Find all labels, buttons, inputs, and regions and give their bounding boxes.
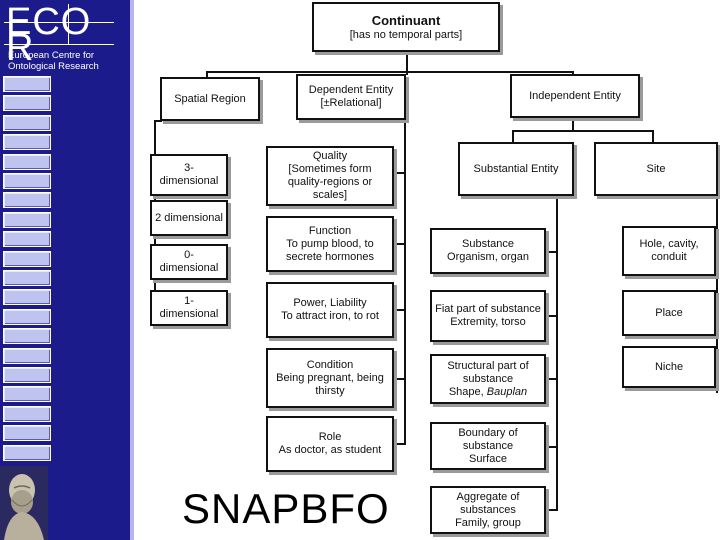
quality-label: Quality — [312, 150, 348, 162]
sidebar-nav-button[interactable] — [3, 405, 51, 422]
spatial-2d-label: 2 dimensional — [155, 211, 223, 224]
role-label: Role — [318, 431, 342, 443]
sidebar-nav-button[interactable] — [3, 347, 51, 364]
place-node: Place — [622, 290, 716, 336]
power-example: To attract iron, to rot — [281, 310, 379, 322]
snap-bfo-label: SNAPBFO — [182, 485, 390, 532]
spatial-region-node: Spatial Region — [160, 77, 260, 121]
quality-note: [Sometimes form quality-regions or scale… — [287, 163, 373, 201]
spatial-3d-label: 3-dimensional — [159, 162, 219, 187]
sidebar-nav-button[interactable] — [3, 76, 51, 92]
sidebar-nav-button[interactable] — [3, 289, 51, 306]
structural-part-example-1: Shape, — [448, 385, 487, 398]
continuant-node: Continuant [has no temporal parts] — [312, 2, 500, 52]
fiat-part-node: Fiat part of substance Extremity, torso — [430, 290, 546, 342]
power-node: Power, Liability To attract iron, to rot — [266, 282, 394, 338]
logo-rule-top — [4, 22, 114, 23]
role-node: Role As doctor, as student — [266, 416, 394, 472]
org-name: European Centre for Ontological Research — [8, 50, 99, 72]
logo-rule-vertical — [68, 4, 69, 44]
sidebar: ECO R European Centre for Ontological Re… — [0, 0, 130, 540]
sidebar-nav-button[interactable] — [3, 231, 51, 248]
substantial-entity-label: Substantial Entity — [473, 162, 559, 175]
sidebar-nav-button[interactable] — [3, 444, 51, 461]
substance-node: Substance Organism, organ — [430, 228, 546, 274]
structural-part-example: Shape, Bauplan — [449, 386, 527, 399]
aristotle-bust-image — [0, 466, 48, 540]
spatial-0d-label: 0-dimensional — [159, 249, 219, 274]
boundary-node: Boundary of substance Surface — [430, 422, 546, 470]
sidebar-nav-button[interactable] — [3, 211, 51, 228]
spatial-0d-node: 0-dimensional — [150, 244, 228, 280]
sidebar-nav-button[interactable] — [3, 328, 51, 345]
spatial-1d-node: 1-dimensional — [150, 290, 228, 326]
structural-part-label: Structural part of substance — [447, 359, 529, 385]
fiat-part-label: Fiat part of substance — [435, 303, 541, 315]
place-label: Place — [655, 306, 683, 319]
independent-entity-node: Independent Entity — [510, 74, 640, 118]
dependent-entity-note: [±Relational] — [320, 97, 382, 109]
sidebar-nav-button[interactable] — [3, 270, 51, 286]
fiat-part-example: Extremity, torso — [450, 316, 526, 328]
sidebar-nav-button[interactable] — [3, 308, 51, 325]
quality-node: Quality [Sometimes form quality-regions … — [266, 146, 394, 206]
role-example: As doctor, as student — [278, 444, 382, 456]
sidebar-nav-button[interactable] — [3, 114, 51, 131]
niche-node: Niche — [622, 346, 716, 388]
function-node: Function To pump blood, to secrete hormo… — [266, 216, 394, 272]
sidebar-nav-button[interactable] — [3, 153, 51, 170]
sidebar-nav-button[interactable] — [3, 134, 51, 151]
boundary-example: Surface — [469, 452, 507, 465]
niche-label: Niche — [654, 360, 684, 373]
logo-rule-bottom — [4, 44, 114, 45]
structural-part-example-2: Bauplan — [486, 385, 528, 398]
site-label: Site — [646, 162, 666, 175]
condition-node: Condition Being pregnant, being thirsty — [266, 348, 394, 408]
sidebar-nav-button[interactable] — [3, 367, 51, 383]
continuant-title: Continuant — [371, 12, 441, 28]
sidebar-nav-button[interactable] — [3, 425, 51, 442]
spatial-2d-node: 2 dimensional — [150, 200, 228, 236]
aggregate-example: Family, group — [455, 516, 521, 529]
dependent-entity-node: Dependent Entity [±Relational] — [296, 74, 406, 120]
function-example: To pump blood, to secrete hormones — [285, 237, 375, 263]
condition-label: Condition — [306, 358, 354, 371]
boundary-label: Boundary of substance — [458, 426, 518, 452]
power-label: Power, Liability — [293, 297, 367, 309]
continuant-subtitle: [has no temporal parts] — [349, 28, 463, 41]
logo-line-2: R — [6, 27, 35, 69]
substantial-entity-node: Substantial Entity — [458, 142, 574, 196]
sidebar-stripe — [130, 0, 134, 540]
hole-node: Hole, cavity, conduit — [622, 226, 716, 276]
hole-label: Hole, cavity, conduit — [639, 238, 699, 263]
spatial-1d-label: 1-dimensional — [159, 295, 219, 320]
condition-example: Being pregnant, being thirsty — [276, 371, 384, 397]
sidebar-nav-button[interactable] — [3, 386, 51, 403]
aggregate-node: Aggregate of substances Family, group — [430, 486, 546, 534]
sidebar-nav-button[interactable] — [3, 250, 51, 267]
aggregate-label: Aggregate of substances — [456, 490, 520, 516]
site-node: Site — [594, 142, 718, 196]
spatial-region-label: Spatial Region — [174, 92, 246, 105]
sidebar-nav-button[interactable] — [3, 95, 51, 112]
dependent-entity-label: Dependent Entity — [308, 84, 394, 96]
substance-example: Organism, organ — [447, 251, 529, 263]
sidebar-nav-button[interactable] — [3, 192, 51, 209]
function-label: Function — [308, 224, 352, 237]
structural-part-node: Structural part of substance Shape, Baup… — [430, 354, 546, 404]
sidebar-nav-button[interactable] — [3, 173, 51, 189]
independent-entity-label: Independent Entity — [529, 89, 621, 102]
substance-label: Substance — [462, 238, 514, 250]
spatial-3d-node: 3-dimensional — [150, 154, 228, 196]
